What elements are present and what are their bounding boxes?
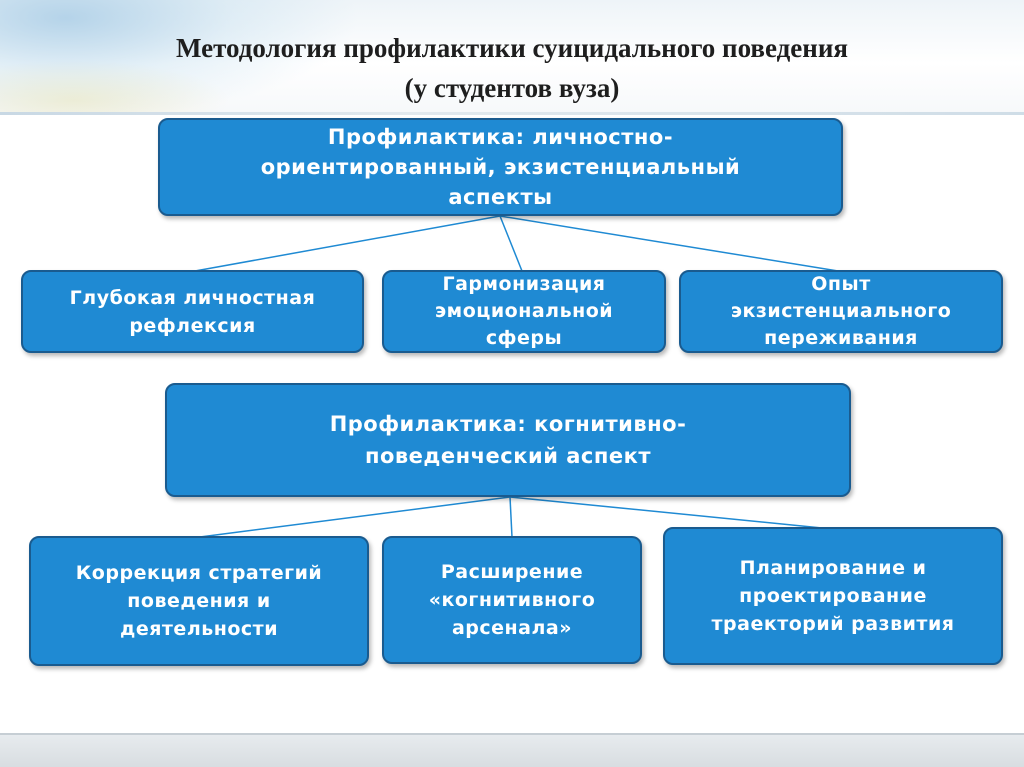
text-line: поведенческий аспект xyxy=(364,444,652,468)
slide-title: Методология профилактики суицидального п… xyxy=(0,28,1024,108)
text-line: траекторий развития xyxy=(711,613,955,635)
text-line: Планирование и xyxy=(739,557,927,579)
head-box-personal-existential: Профилактика: личностно- ориентированный… xyxy=(158,118,843,216)
text-line: Гармонизация xyxy=(442,273,606,295)
head-box-cognitive-behavioral-text: Профилактика: когнитивно- поведенческий … xyxy=(330,408,687,472)
text-line: арсенала» xyxy=(451,617,572,639)
text-line: Глубокая личностная xyxy=(69,286,316,309)
text-line: Расширение xyxy=(440,561,584,583)
header-glow xyxy=(0,0,360,115)
text-line: «когнитивного xyxy=(428,589,596,611)
box-trajectory-planning: Планирование и проектирование траекторий… xyxy=(663,527,1003,665)
box-existential-experience-text: Опыт экзистенциального переживания xyxy=(731,271,952,352)
text-line: деятельности xyxy=(119,618,279,640)
text-line: аспекты xyxy=(448,185,553,209)
connector-g1-middle xyxy=(499,215,523,272)
title-line-2: (у студентов вуза) xyxy=(404,73,620,103)
header-divider xyxy=(0,112,1024,115)
head-box-cognitive-behavioral: Профилактика: когнитивно- поведенческий … xyxy=(165,383,851,497)
connector-g1-left xyxy=(194,215,501,272)
box-strategy-correction-text: Коррекция стратегий поведения и деятельн… xyxy=(76,559,322,643)
text-line: Профилактика: когнитивно- xyxy=(329,412,687,436)
text-line: проектирование xyxy=(739,585,927,607)
slide-footer xyxy=(0,733,1024,767)
head-box-personal-existential-text: Профилактика: личностно- ориентированный… xyxy=(261,122,741,212)
text-line: сферы xyxy=(485,327,563,349)
text-line: ориентированный, экзистенциальный xyxy=(260,155,741,179)
text-line: поведения и xyxy=(127,590,271,612)
footer-divider xyxy=(0,733,1024,735)
box-emotional-harmonization: Гармонизация эмоциональной сферы xyxy=(382,270,666,353)
text-line: рефлексия xyxy=(129,314,256,337)
text-line: Коррекция стратегий xyxy=(75,562,323,584)
text-line: эмоциональной xyxy=(434,300,614,322)
connector-g2-right xyxy=(509,496,833,530)
box-existential-experience: Опыт экзистенциального переживания xyxy=(679,270,1003,353)
box-deep-reflection: Глубокая личностная рефлексия xyxy=(21,270,364,353)
title-line-1: Методология профилактики суицидального п… xyxy=(175,33,849,63)
box-cognitive-arsenal-text: Расширение «когнитивного арсенала» xyxy=(429,558,596,642)
box-cognitive-arsenal: Расширение «когнитивного арсенала» xyxy=(382,536,642,664)
box-deep-reflection-text: Глубокая личностная рефлексия xyxy=(70,284,316,340)
connector-g2-middle xyxy=(509,496,513,538)
text-line: экзистенциального xyxy=(730,300,952,322)
text-line: Профилактика: личностно- xyxy=(327,125,674,149)
slide-header xyxy=(0,0,1024,115)
header-glow-accent xyxy=(0,60,230,115)
box-emotional-harmonization-text: Гармонизация эмоциональной сферы xyxy=(435,271,613,352)
text-line: переживания xyxy=(764,327,918,349)
connector-g2-left xyxy=(199,496,511,538)
box-strategy-correction: Коррекция стратегий поведения и деятельн… xyxy=(29,536,369,666)
text-line: Опыт xyxy=(811,273,871,295)
connector-g1-right xyxy=(499,215,839,272)
box-trajectory-planning-text: Планирование и проектирование траекторий… xyxy=(712,554,955,638)
